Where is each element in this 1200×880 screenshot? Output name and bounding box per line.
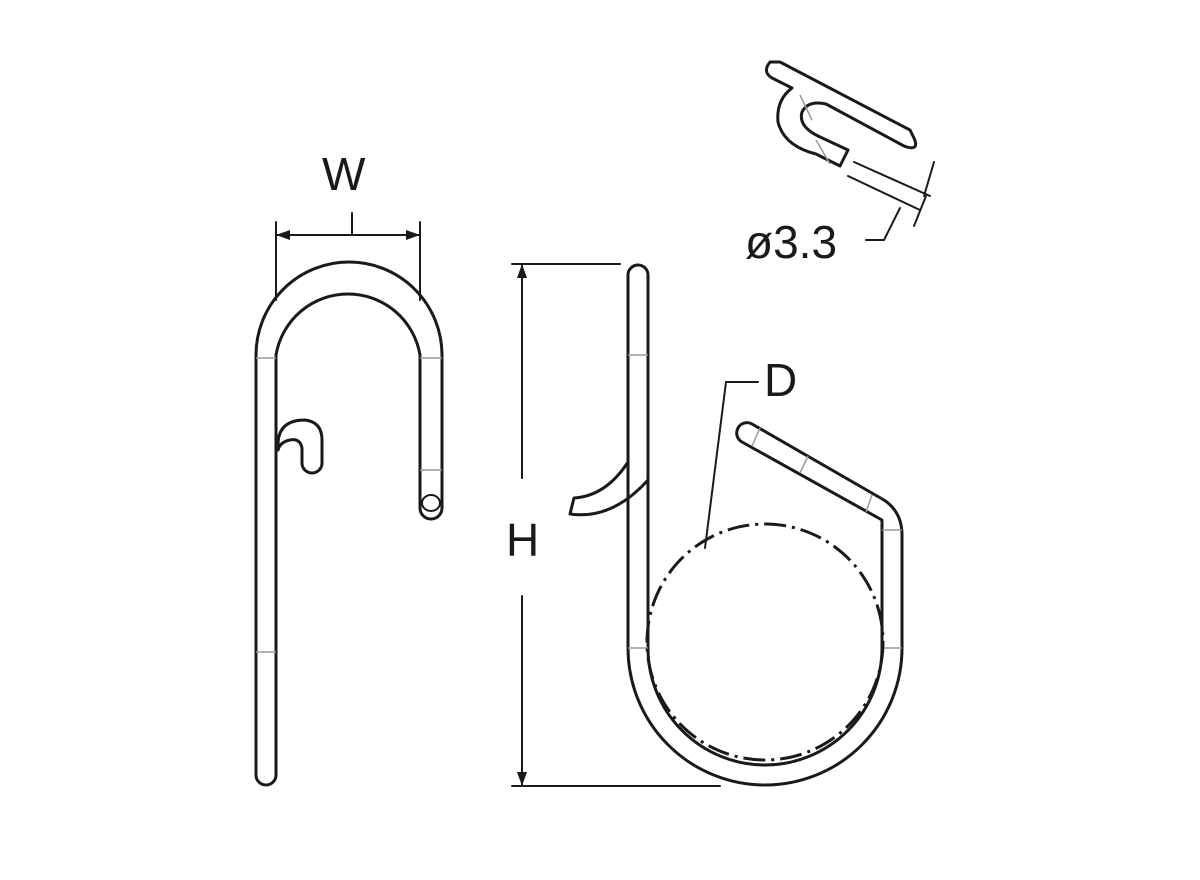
front-view-barb <box>568 460 650 517</box>
wire-diameter-tick <box>923 161 935 197</box>
diameter-circle <box>645 522 885 762</box>
front-view-section-line <box>799 455 809 474</box>
front-view: D H <box>506 263 904 787</box>
front-view-outer-contour <box>626 263 904 787</box>
width-label: W <box>322 148 366 200</box>
side-view-tab <box>276 418 324 475</box>
side-view: W <box>254 148 444 787</box>
wire-diameter-leader <box>865 207 901 241</box>
detail-view-wire-edge <box>847 175 921 211</box>
height-label: H <box>506 514 539 566</box>
side-view-outer-contour <box>254 260 444 787</box>
detail-view: ø3.3 <box>745 60 935 268</box>
diameter-leader <box>704 381 759 549</box>
height-dimension <box>511 263 721 787</box>
detail-view-section-line <box>799 94 813 121</box>
front-view-section-line <box>751 427 761 447</box>
side-view-wire-end <box>421 494 441 512</box>
front-view-section-line <box>865 494 873 513</box>
detail-view-outer-contour <box>765 60 918 168</box>
diameter-label: D <box>764 354 797 406</box>
width-dimension <box>275 212 421 301</box>
wire-diameter-label: ø3.3 <box>745 216 837 268</box>
detail-view-section-line <box>815 139 831 165</box>
wire-diameter-tick <box>913 195 927 227</box>
detail-view-wire-edge <box>853 161 931 197</box>
